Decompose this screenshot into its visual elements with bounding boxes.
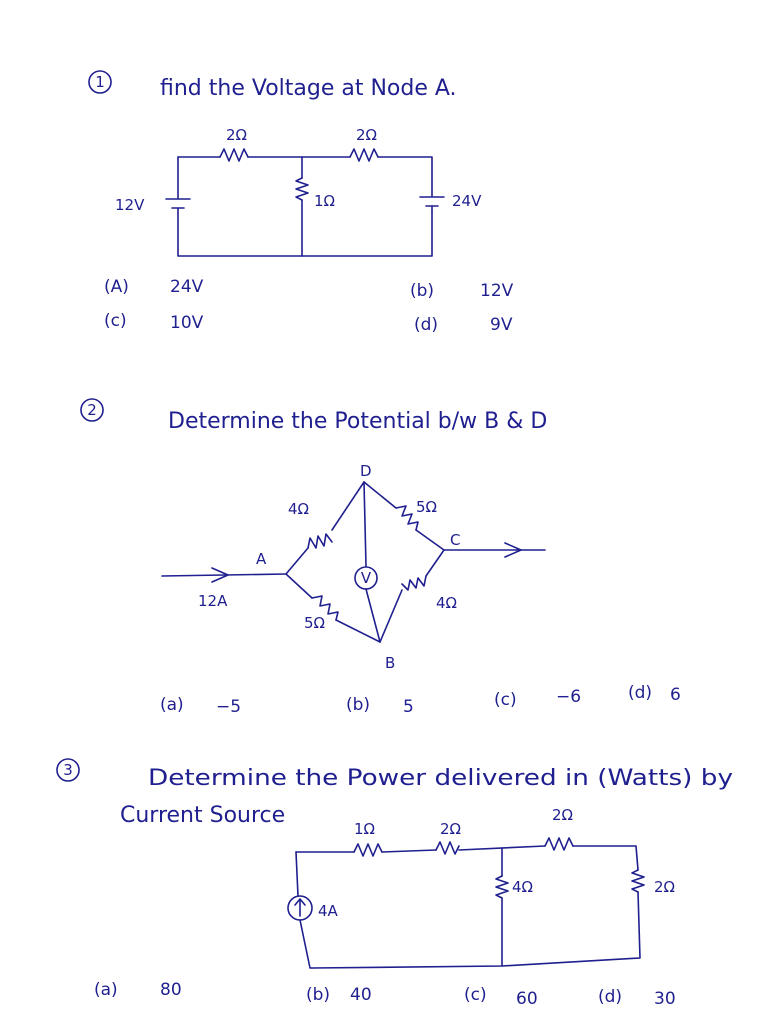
question-1-number: 1	[95, 73, 105, 91]
node-d-label: D	[360, 462, 372, 480]
label-r-ad: 4Ω	[288, 500, 309, 518]
wire-input	[161, 573, 287, 577]
wire	[285, 573, 313, 599]
option-value: 60	[516, 989, 538, 1009]
option-value: 12V	[480, 281, 514, 301]
question-1-text: find the Voltage at Node A.	[160, 76, 457, 101]
label-current: 12A	[198, 592, 228, 610]
wire	[299, 919, 313, 969]
option-label: (d)	[414, 315, 438, 335]
question-1-options: (A) 24V (b) 12V (c) 10V (d) 9V	[104, 277, 514, 335]
label-r-mid: 1Ω	[314, 192, 335, 210]
question-2-text: Determine the Potential b/w B & D	[168, 409, 547, 434]
label-v-right: 24V	[452, 192, 482, 210]
wire	[379, 589, 403, 643]
resistor-4ohm	[495, 875, 509, 899]
wire	[335, 619, 381, 643]
wire	[363, 481, 367, 567]
option-label: (c)	[104, 311, 127, 331]
resistor-4ohm-bc	[401, 575, 427, 591]
question-1-number-circle	[88, 70, 112, 94]
option-label: (d)	[598, 987, 622, 1007]
option-value: 30	[654, 989, 676, 1009]
option-value: 5	[403, 697, 414, 717]
label-r4: 4Ω	[512, 878, 533, 896]
question-3-text-line1: Determine the Power delivered in (Watts)…	[148, 766, 733, 791]
option-label: (c)	[464, 985, 487, 1005]
option-label: (a)	[94, 980, 118, 1000]
resistor-2ohm-top	[544, 837, 574, 851]
option-label: (a)	[160, 695, 184, 715]
wire	[331, 481, 365, 531]
option-value: 10V	[170, 313, 204, 333]
option-label: (b)	[306, 985, 330, 1005]
question-3-number: 3	[63, 761, 73, 779]
resistor-2ohm-right	[349, 148, 379, 162]
option-value: −5	[216, 697, 241, 717]
question-3-options: (a) 80 (b) 40 (c) 60 (d) 30	[94, 980, 676, 1009]
resistor-1ohm	[295, 177, 309, 201]
question-3: 3 Determine the Power delivered in (Watt…	[56, 758, 733, 1009]
circuit-1	[165, 148, 445, 257]
label-r2: 2Ω	[440, 820, 461, 838]
option-label: (A)	[104, 277, 129, 297]
resistor-2ohm-right	[631, 869, 645, 893]
resistor-1ohm	[353, 843, 383, 857]
wire	[415, 529, 445, 551]
label-source: 4A	[318, 902, 339, 920]
label-r-ab: 5Ω	[304, 614, 325, 632]
node-a-label: A	[256, 550, 267, 568]
option-label: (d)	[628, 683, 652, 703]
option-value: 24V	[170, 277, 204, 297]
circuit-3	[287, 837, 645, 969]
resistor-2ohm-left	[219, 148, 249, 162]
label-r1: 1Ω	[354, 820, 375, 838]
option-value: 80	[160, 980, 182, 1000]
resistor-4ohm-ad	[307, 533, 333, 549]
label-r3: 2Ω	[552, 806, 573, 824]
wire	[572, 845, 639, 871]
wire	[363, 481, 397, 509]
label-r-left: 2Ω	[226, 126, 247, 144]
wire	[365, 588, 381, 643]
option-label: (c)	[494, 690, 517, 710]
question-3-number-circle	[56, 758, 80, 782]
option-value: 40	[350, 985, 372, 1005]
resistor-2ohm-series	[435, 841, 460, 855]
label-r-right: 2Ω	[356, 126, 377, 144]
arrow-icon	[504, 542, 522, 558]
label-r-bc: 4Ω	[436, 594, 457, 612]
label-v-left: 12V	[115, 196, 145, 214]
label-r5: 2Ω	[654, 878, 675, 896]
arrow-icon	[211, 567, 229, 583]
option-value: 9V	[490, 315, 513, 335]
wire	[381, 849, 437, 853]
option-value: −6	[556, 687, 581, 707]
question-1: 1 find the Voltage at Node A. 2Ω 2Ω 1Ω	[88, 70, 514, 335]
question-2-number: 2	[87, 401, 97, 419]
wire	[285, 547, 309, 575]
question-2-number-circle	[80, 398, 104, 422]
arrow-up-icon	[294, 898, 306, 917]
resistor-5ohm-ab	[311, 595, 339, 621]
option-label: (b)	[410, 281, 434, 301]
circuit-2-bridge	[161, 481, 546, 643]
node-c-label: C	[450, 531, 460, 549]
question-3-text-line2: Current Source	[120, 803, 285, 828]
wire	[295, 851, 299, 897]
voltmeter-label: V	[361, 569, 372, 587]
option-label: (b)	[346, 695, 370, 715]
option-value: 6	[670, 685, 681, 705]
label-r-dc: 5Ω	[416, 498, 437, 516]
resistor-5ohm-dc	[395, 505, 419, 531]
question-2: 2 Determine the Potential b/w B & D	[80, 398, 681, 717]
wire	[425, 549, 445, 577]
node-b-label: B	[385, 654, 395, 672]
wire	[311, 891, 641, 969]
wire	[177, 207, 433, 257]
question-2-options: (a) −5 (b) 5 (c) −6 (d) 6	[160, 683, 681, 717]
wire	[377, 156, 433, 197]
